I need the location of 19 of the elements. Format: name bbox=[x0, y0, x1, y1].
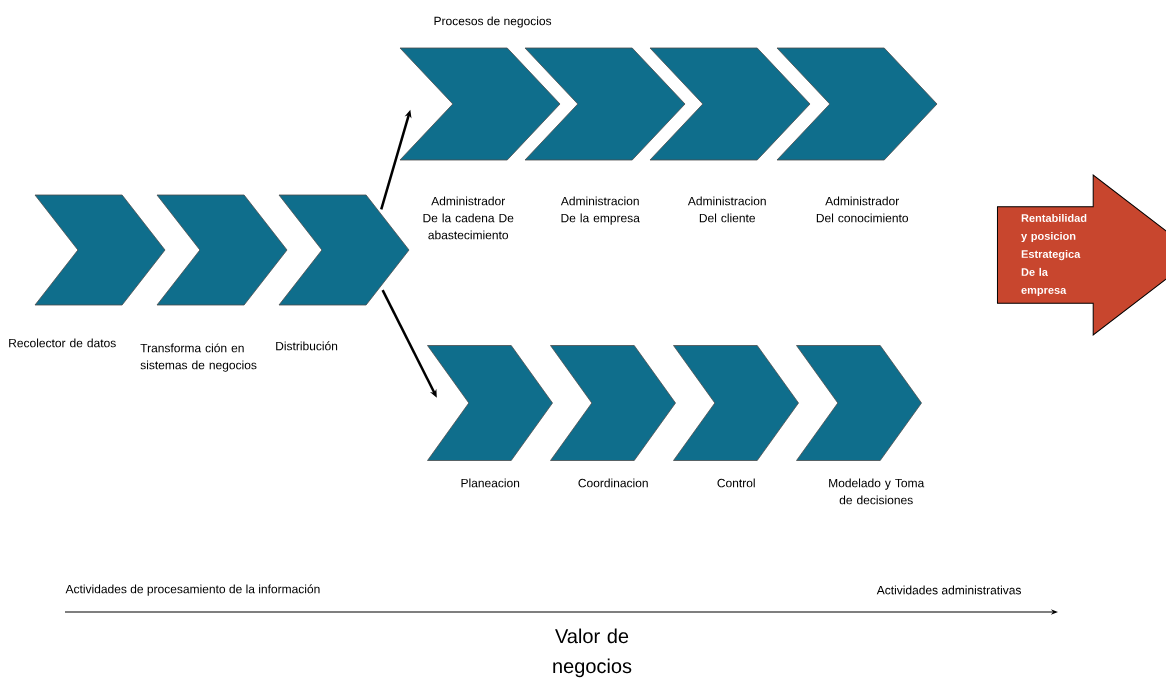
node-label: Transforma ción en sistemas de negocios bbox=[140, 343, 257, 372]
node-label: Recolector de datos bbox=[9, 338, 116, 348]
node-label: Control bbox=[717, 478, 755, 488]
node-label: Distribución bbox=[276, 341, 338, 351]
chevron-step: Planeacion bbox=[427, 345, 553, 488]
node-label: Coordinacion bbox=[578, 478, 648, 488]
chevron-step: Modelado y Toma de decisiones bbox=[796, 345, 925, 505]
node-label: Planeacion bbox=[461, 478, 520, 488]
axis-title: Valor de negocios bbox=[553, 628, 632, 678]
axis-label: Actividades administrativas bbox=[876, 585, 1021, 595]
axis-label: Actividades de procesamiento de la información bbox=[65, 584, 320, 596]
node-label: Administrador De la cadena De abastecimiento bbox=[423, 196, 514, 240]
chevron-step: Control bbox=[673, 345, 799, 488]
node-label: Administracion Del cliente bbox=[687, 196, 766, 223]
chevron-step: Coordinacion bbox=[550, 345, 676, 488]
node-label: Administracion De la empresa bbox=[560, 196, 640, 225]
node-label: Modelado y Toma de decisiones bbox=[829, 478, 925, 505]
heading: Procesos de negocios bbox=[434, 16, 552, 28]
node-label: Administrador Del conocimiento bbox=[816, 196, 909, 223]
